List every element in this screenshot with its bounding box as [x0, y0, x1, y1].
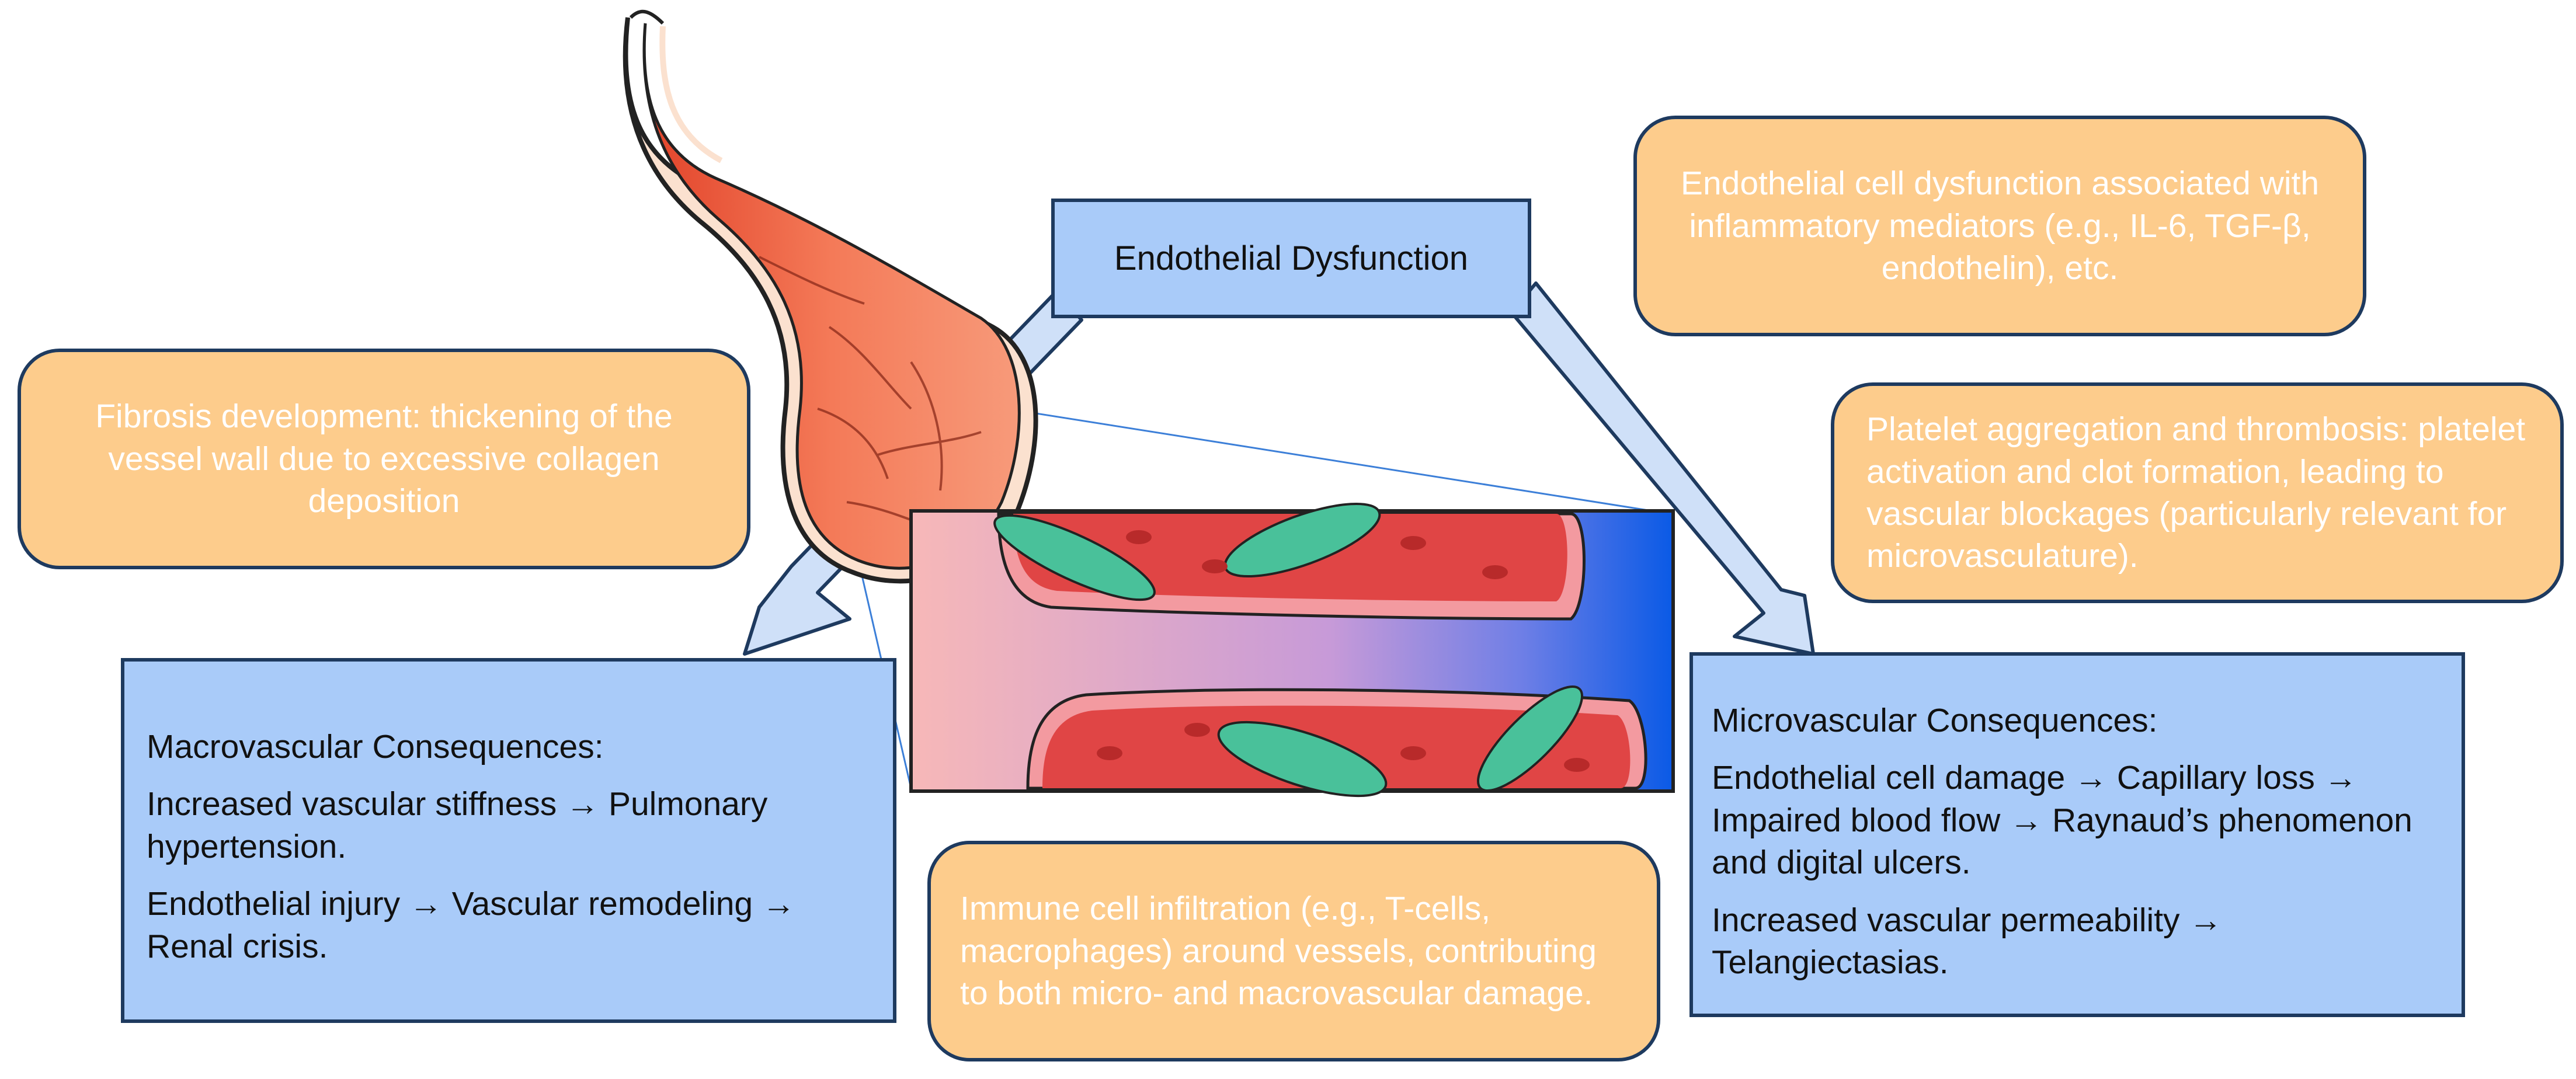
immune-infiltration-text: Immune cell infiltration (e.g., T-cells,…	[960, 890, 1597, 1012]
inflammation-box: Endothelial cell dysfunction associated …	[1633, 116, 2366, 336]
thrombosis-text: Platelet aggregation and thrombosis: pla…	[1866, 410, 2526, 575]
fibrosis-box: Fibrosis development: thickening of the …	[18, 349, 750, 569]
immune-infiltration-box: Immune cell infiltration (e.g., T-cells,…	[927, 841, 1660, 1061]
macrovascular-box: Macrovascular Consequences: Increased va…	[121, 658, 896, 1023]
central-title: Endothelial Dysfunction	[1114, 239, 1469, 277]
inflammation-text: Endothelial cell dysfunction associated …	[1680, 165, 2320, 287]
microvascular-box: Microvascular Consequences: Endothelial …	[1689, 652, 2465, 1017]
central-title-box: Endothelial Dysfunction	[1051, 199, 1531, 318]
microvessel-section	[909, 502, 1675, 798]
macrovascular-item: Increased vascular stiffness → Pulmonary…	[147, 785, 768, 865]
arrow-to-microvascular	[1510, 281, 1815, 656]
zoom-line-top	[1024, 410, 1671, 515]
macrovascular-item: Endothelial injury → Vascular remodeling…	[147, 885, 795, 965]
fibrosis-text: Fibrosis development: thickening of the …	[95, 398, 673, 520]
microvascular-heading: Microvascular Consequences:	[1712, 702, 2158, 739]
thrombosis-box: Platelet aggregation and thrombosis: pla…	[1831, 382, 2564, 603]
microvascular-item: Endothelial cell damage → Capillary loss…	[1712, 759, 2412, 882]
microvascular-item: Increased vascular permeability → Telang…	[1712, 901, 2223, 981]
macrovascular-heading: Macrovascular Consequences:	[147, 728, 604, 765]
